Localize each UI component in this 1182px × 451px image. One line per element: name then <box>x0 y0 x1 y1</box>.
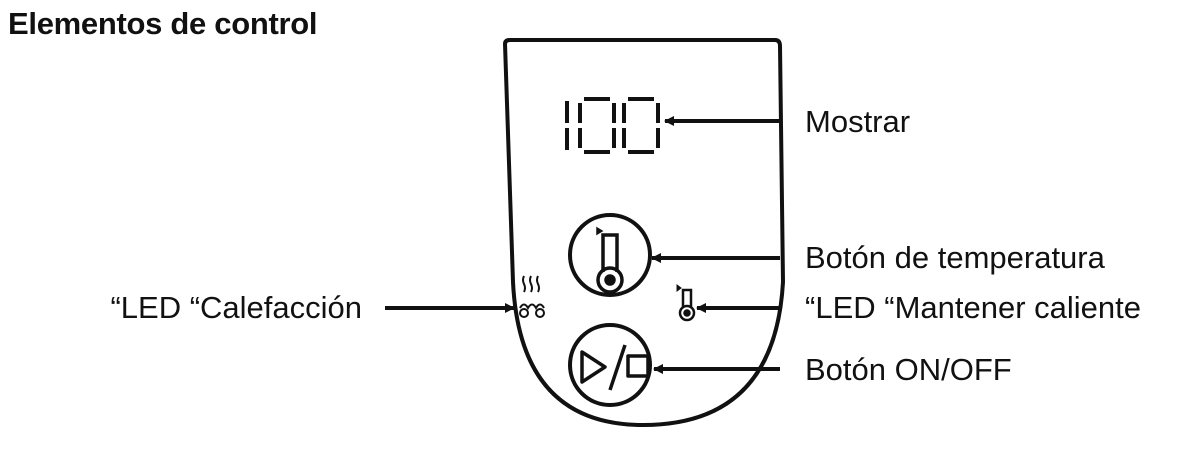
page-title: Elementos de control <box>8 6 318 41</box>
label-temperature-button: Botón de temperatura <box>805 240 1106 275</box>
label-power-button: Botón ON/OFF <box>805 352 1012 387</box>
control-panel-outline <box>502 38 786 428</box>
label-heating-led: “LED “Calefacción <box>110 290 362 325</box>
play-stop-icon <box>580 344 650 391</box>
seven-segment-display <box>565 97 660 154</box>
label-display: Mostrar <box>805 104 910 139</box>
heating-led-icon <box>519 275 545 318</box>
label-keep-warm-led: “LED “Mantener caliente <box>805 290 1141 325</box>
arrows <box>385 116 780 374</box>
thermometer-icon <box>596 226 624 294</box>
keep-warm-led-icon <box>676 284 696 322</box>
temperature-button[interactable] <box>568 213 652 297</box>
power-button[interactable] <box>568 323 652 407</box>
